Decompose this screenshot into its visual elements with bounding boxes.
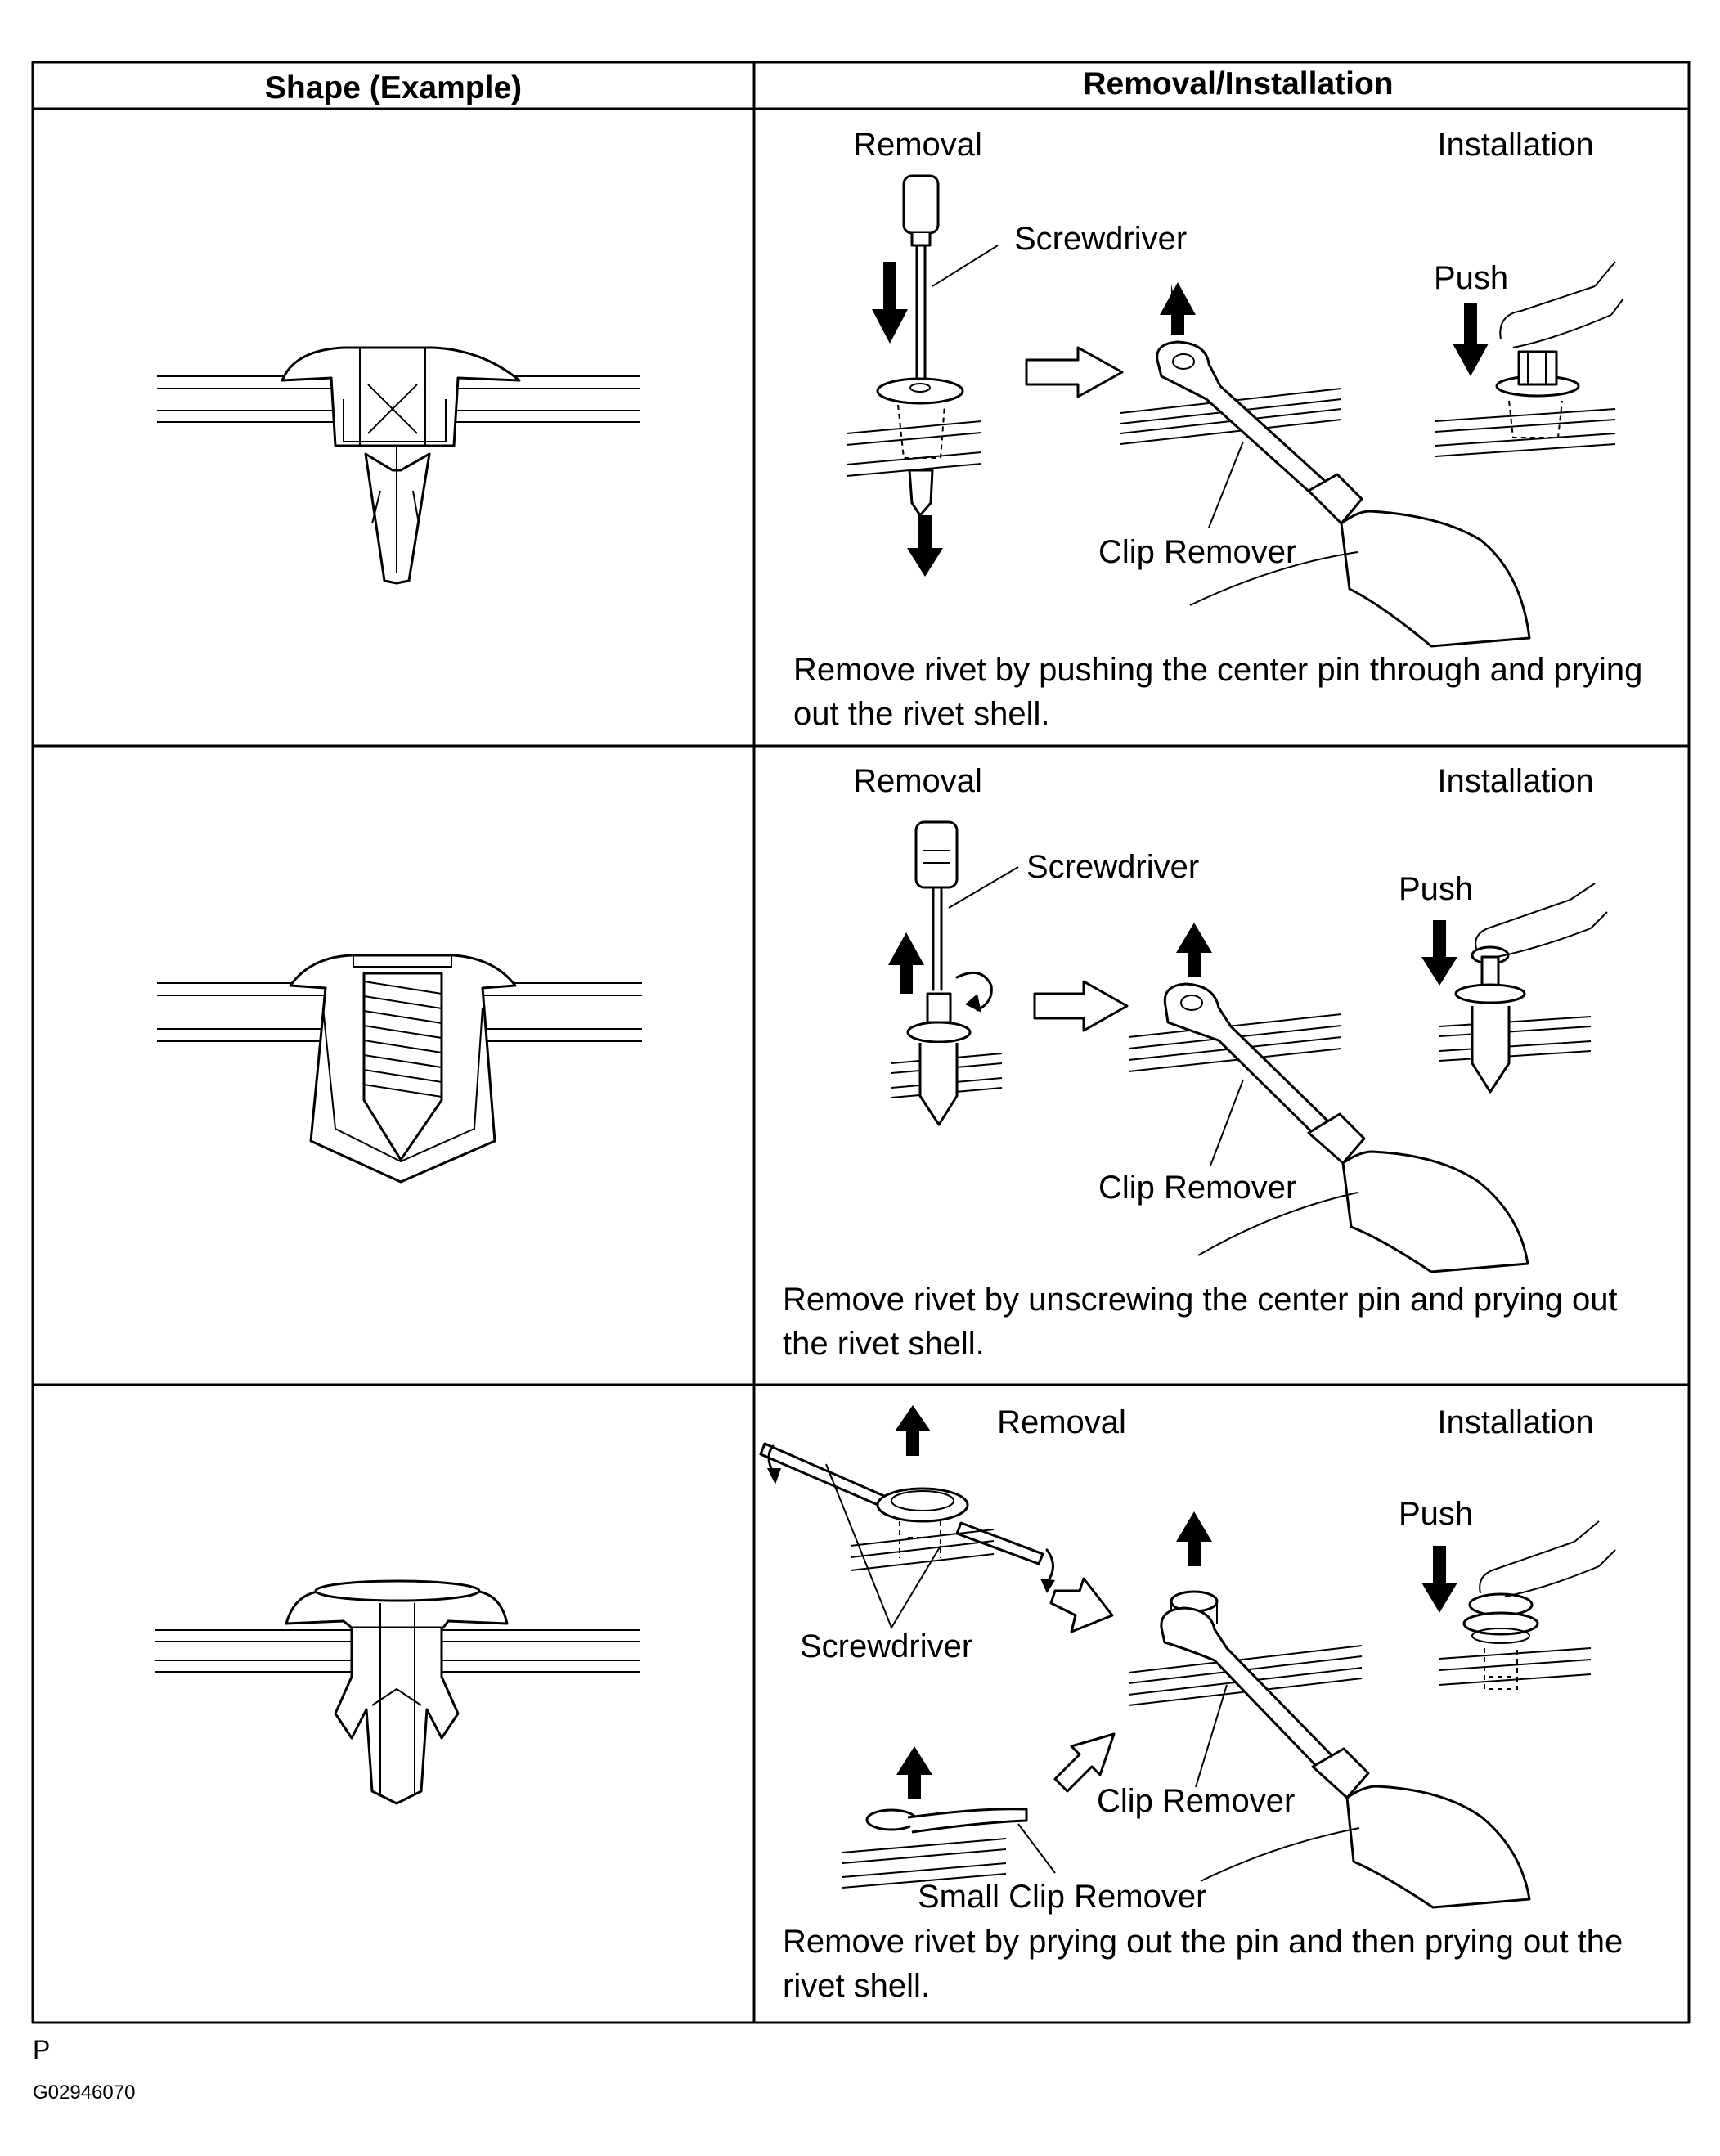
up-right-arrow-icon	[1053, 1732, 1116, 1793]
down-arrow-icon	[1421, 920, 1457, 986]
clip-remover-leader-line	[1208, 441, 1244, 528]
clip-remover-icon	[1156, 340, 1328, 496]
clip-remover-leader-line	[1210, 1079, 1244, 1166]
row3-small-clip-remover-label: Small Clip Remover	[918, 1879, 1206, 1915]
table-grid	[31, 61, 1691, 2024]
row2-removal-label: Removal	[853, 763, 982, 799]
shape-column-header: Shape (Example)	[265, 70, 522, 106]
down-arrow-icon	[872, 262, 908, 344]
row1-installation-figure	[1435, 261, 1624, 457]
clip-remover-leader-line	[1195, 1684, 1228, 1788]
clip-remover-icon	[1163, 982, 1331, 1137]
right-arrow-icon	[1033, 980, 1129, 1032]
row2-push-label: Push	[1399, 871, 1473, 907]
screwdriver-handle-icon	[914, 820, 959, 889]
screwdriver-leader-line	[932, 245, 999, 287]
up-arrow-icon	[896, 1746, 932, 1799]
rivet-shape-pin-type	[155, 1579, 640, 1805]
rotate-arrow-icon	[955, 971, 993, 1012]
row2-screwdriver-label: Screwdriver	[1026, 849, 1199, 885]
up-arrow-icon	[895, 1405, 931, 1456]
row3-description-line1: Remove rivet by prying out the pin and t…	[783, 1924, 1623, 1960]
row1-screwdriver-label: Screwdriver	[1014, 221, 1187, 257]
removal-column-header: Removal/Installation	[1083, 66, 1393, 101]
row2-removal-figure	[888, 820, 1529, 1273]
row1-removal-label: Removal	[853, 127, 982, 163]
up-arrow-icon	[1176, 923, 1212, 977]
row3-installation-label: Installation	[1437, 1404, 1593, 1440]
up-arrow-icon	[1160, 282, 1196, 335]
row2-installation-label: Installation	[1437, 763, 1593, 799]
up-arrow-icon	[1176, 1511, 1212, 1566]
right-arrow-icon	[1025, 346, 1124, 398]
row1-description-line2: out the rivet shell.	[793, 696, 1050, 732]
row3-installation-figure	[1421, 1520, 1616, 1690]
row1-push-label: Push	[1434, 260, 1508, 296]
right-arrow-icon	[1049, 1577, 1114, 1633]
screwdriver-handle-icon	[902, 174, 940, 235]
screwdriver-icon	[955, 1521, 1044, 1565]
row3-push-label: Push	[1399, 1496, 1473, 1532]
row3-description-line2: rivet shell.	[783, 1968, 930, 2004]
finger-icon	[1475, 899, 1592, 958]
page-marker: P	[33, 2035, 50, 2064]
rivet-shape-push-type	[157, 346, 640, 585]
up-arrow-icon	[888, 932, 924, 994]
row1-removal-figure	[846, 174, 1531, 648]
row1-installation-label: Installation	[1437, 127, 1593, 163]
screwdriver-leader-line	[825, 1463, 941, 1630]
row1-clip-remover-label: Clip Remover	[1098, 534, 1296, 570]
row1-description-line1: Remove rivet by pushing the center pin t…	[793, 652, 1642, 688]
screwdriver-icon	[759, 1442, 893, 1511]
row2-clip-remover-label: Clip Remover	[1098, 1170, 1296, 1206]
finger-icon	[1499, 285, 1612, 348]
down-arrow-icon	[907, 515, 943, 577]
pry-arrow-icon	[1045, 1548, 1054, 1584]
table-border	[31, 61, 1691, 2024]
row2-description-line1: Remove rivet by unscrewing the center pi…	[783, 1282, 1618, 1318]
row2-description-line2: the rivet shell.	[783, 1326, 985, 1362]
row3-clip-remover-label: Clip Remover	[1097, 1783, 1295, 1819]
rivet-shape-screw-type	[157, 954, 642, 1184]
screwdriver-leader-line	[948, 866, 1019, 909]
row2-installation-figure	[1421, 883, 1608, 1094]
finger-icon	[1479, 1541, 1600, 1597]
figure-code: G02946070	[33, 2082, 135, 2104]
small-clip-remover-leader-line	[1017, 1823, 1056, 1874]
row3-removal-figure	[759, 1405, 1531, 1909]
row3-screwdriver-label: Screwdriver	[800, 1628, 972, 1664]
down-arrow-icon	[1421, 1546, 1457, 1613]
row3-removal-label: Removal	[997, 1404, 1126, 1440]
clip-remover-icon	[1160, 1606, 1335, 1770]
down-arrow-icon	[1453, 303, 1489, 376]
